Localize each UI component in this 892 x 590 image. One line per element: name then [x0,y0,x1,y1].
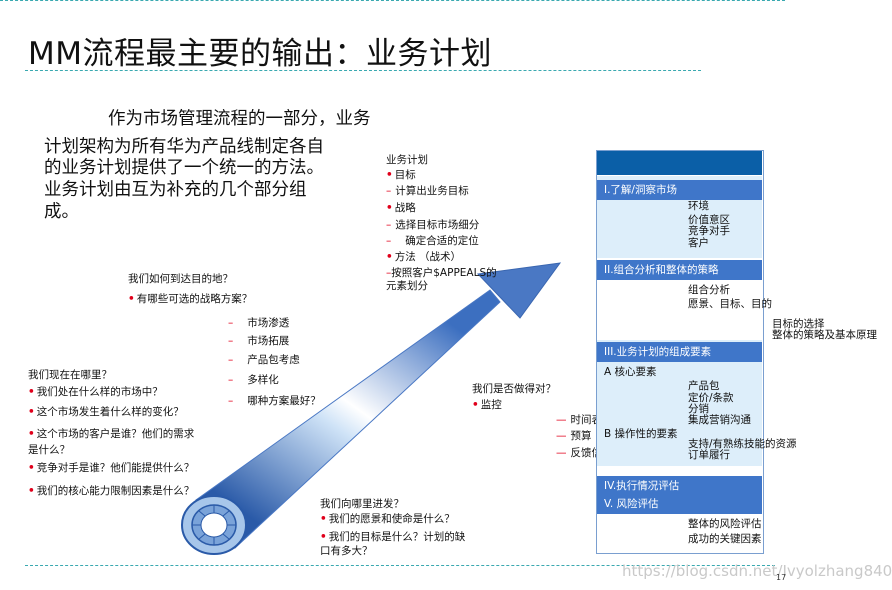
going-where-bullet-2: •我们的目标是什么？计划的缺 [320,531,466,543]
footer-divider [25,565,775,566]
s1-item-customer: 客户 [688,237,709,249]
how-reach-bullet: •有哪些可选的战略方案？ [128,293,253,305]
s2-outside-target: 目标的选择 [772,318,825,330]
option-product: –产品包考虑 [228,354,300,366]
where-now-bullet-2: •这个市场发生着什么样的变化？ [28,406,184,418]
top-divider [0,0,785,1]
section-5-band: V. 风险评估 [597,494,762,514]
intro-line-3: 的业务计划提供了一个统一的方法。 [44,158,324,178]
where-now-heading: 我们现在在哪里？ [28,369,112,381]
where-now-bullet-5: •我们的核心能力限制因素是什么？ [28,485,195,497]
s2-item-portfolio: 组合分析 [688,284,730,296]
bp-item-goal: •目标 [386,169,416,181]
bp-item-calc: –计算出业务目标 [386,185,469,197]
title-divider [25,70,701,71]
s3-item-package: 产品包 [688,380,720,392]
s3-item-distribution: 分销 [688,403,709,415]
going-where-bullet-2b: 口有多大？ [320,545,373,557]
option-diversify: –多样化 [228,374,279,386]
page-number: 17 [776,573,787,582]
section-2-band: II.组合分析和整体的策略 [597,260,762,280]
bp-item-appeals: –按照客户$APPEALS的 [386,267,497,279]
s1-item-competitor: 竞争对手 [688,225,730,237]
going-where-bullet-1: •我们的愿景和使命是什么？ [320,513,455,525]
bp-item-segment: –选择目标市场细分 [386,219,480,231]
s2-item-vision: 愿景、目标、目的 [688,298,772,310]
where-now-bullet-4: •竞争对手是谁？他们能提供什么？ [28,462,195,474]
s3-item-support: 支持/有熟练技能的资源 [688,438,797,450]
bp-item-strategy: •战略 [386,202,416,214]
bp-item-elements: 元素划分 [386,280,428,292]
s3-item-order: 订单履行 [688,449,730,461]
where-now-bullet-1: •我们处在什么样的市场中？ [28,386,163,398]
intro-line-5: 成。 [44,202,79,222]
intro-line-1: 作为市场管理流程的一部分，业务 [108,109,371,129]
option-penetration: –市场渗透 [228,317,290,329]
s1-item-value: 价值意区 [688,214,730,226]
business-plan-heading: 业务计划 [386,154,428,166]
option-best: –哪种方案最好？ [228,395,321,407]
section-4-band: IV.执行情况评估 [597,476,762,496]
panel-header-bar [597,151,762,175]
s5-item-key-factors: 成功的关键因素 [688,533,762,545]
page-title: MM流程最主要的输出：业务计划 [28,36,492,72]
arrow-head [476,262,562,319]
s5-item-overall-risk: 整体的风险评估 [688,518,762,530]
option-expansion: –市场拓展 [228,335,290,347]
where-now-bullet-3b: 是什么？ [28,444,70,456]
doing-well-heading: 我们是否做得对？ [472,383,556,395]
s3-item-marketing: 集成营销沟通 [688,414,751,426]
section-3-band: III.业务计划的组成要素 [597,342,762,362]
s1-item-env: 环境 [688,200,709,212]
monitor-budget: —预算 [556,430,592,442]
s3-item-pricing: 定价/条款 [688,392,734,404]
s3-sub-core: A 核心要素 [604,366,657,378]
going-where-heading: 我们向哪里进发？ [320,498,404,510]
doing-well-bullet: •监控 [472,399,502,411]
intro-line-4: 业务计划由互为补充的几个部分组 [44,180,307,200]
bp-item-position: – 确定合适的定位 [386,235,479,247]
section-1-band: I.了解/洞察市场 [597,180,762,200]
s3-sub-operational: B 操作性的要素 [604,428,678,440]
monitor-schedule: —时间表 [556,414,602,426]
s2-outside-strategy: 整体的策略及基本原理 [772,329,877,341]
where-now-bullet-3: •这个市场的客户是谁？他们的需求 [28,428,195,440]
how-reach-heading: 我们如何到达目的地？ [128,273,233,285]
bp-item-method: •方法 （战术） [386,251,462,263]
watermark-url: https://blog.csdn.net/Ivyolzhang8406 [622,562,892,580]
intro-line-2: 计划架构为所有华为产品线制定各自 [44,137,324,157]
